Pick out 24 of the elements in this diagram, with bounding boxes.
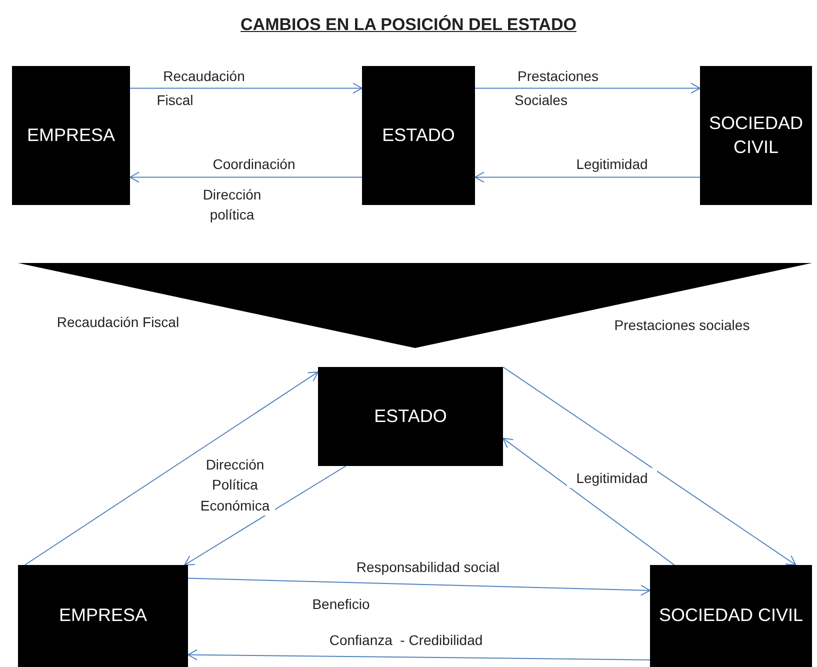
entity-box: EMPRESA [18, 565, 188, 667]
entity-box: ESTADO [362, 66, 475, 205]
arrow [130, 172, 362, 183]
diagram-title: CAMBIOS EN LA POSICIÓN DEL ESTADO [240, 14, 578, 36]
flow-label: Sociales [514, 90, 568, 110]
arrow [188, 578, 650, 596]
arrow [502, 366, 796, 566]
arrow [184, 466, 346, 566]
arrow [188, 649, 650, 660]
arrow [130, 82, 362, 94]
entity-box: SOCIEDAD CIVIL [700, 66, 812, 205]
flow-label: Recaudación Fiscal [56, 312, 180, 332]
flow-label: Fiscal [156, 90, 194, 110]
entity-box: ESTADO [318, 367, 503, 466]
flow-label: Prestaciones sociales [613, 316, 751, 335]
arrow [502, 438, 675, 566]
arrow [474, 82, 700, 94]
edge-label: Legitimidad [567, 468, 657, 488]
arrow [474, 172, 700, 183]
flow-label: Dirección política [202, 186, 262, 225]
entity-box: SOCIEDAD CIVIL [650, 565, 812, 667]
entity-box: EMPRESA [12, 66, 130, 205]
arrow [24, 371, 318, 566]
flow-label: Beneficio [311, 594, 371, 614]
